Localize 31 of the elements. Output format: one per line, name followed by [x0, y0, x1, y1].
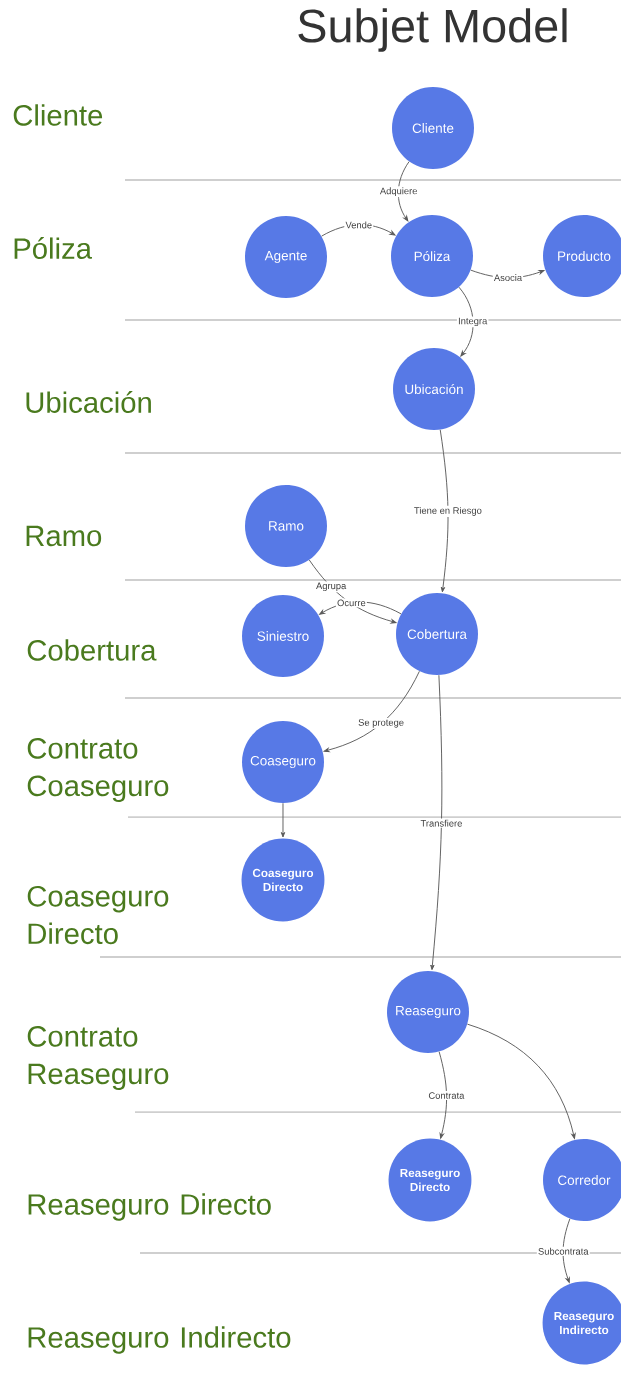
edge-label: Integra — [456, 316, 489, 328]
edge-label: Se protege — [357, 717, 406, 729]
lane-label: Cliente — [13, 104, 103, 126]
title: Subjet Model — [298, 8, 567, 52]
arrow — [458, 286, 474, 357]
lane-label: Ramo — [26, 525, 102, 547]
lane-label: Póliza — [14, 237, 92, 259]
edge-label: Transfiere — [419, 818, 464, 828]
edge-label: Subcontrata — [536, 1246, 590, 1256]
arrow — [438, 1051, 447, 1139]
arrow — [562, 1218, 571, 1284]
lane-label: Ubicación — [26, 391, 151, 413]
arrow — [466, 1023, 576, 1139]
edge-label: Contrata — [427, 1091, 466, 1101]
edge-label: Ocurre — [335, 598, 367, 608]
arrow — [323, 670, 420, 753]
arrow — [430, 674, 443, 971]
arrow — [280, 802, 286, 838]
lane-label: Cobertura — [27, 639, 157, 661]
lane-label: Coaseguro Directo — [27, 885, 169, 945]
edge-label: Asocia — [492, 272, 524, 283]
edge-label: Vende — [344, 220, 374, 230]
arrow — [397, 161, 410, 222]
edge-label: Tiene en Riesgo — [412, 505, 484, 517]
lane-label: Contrato Coaseguro — [27, 738, 169, 802]
edge-label: Adquiere — [378, 186, 419, 198]
lane-label: Reaseguro Directo — [28, 1193, 271, 1221]
lane-label: Contrato Reaseguro — [27, 1026, 169, 1090]
arrow — [439, 429, 449, 593]
lane-label: Reaseguro Indirecto — [28, 1326, 291, 1354]
edge-label: Agrupa — [314, 581, 348, 593]
